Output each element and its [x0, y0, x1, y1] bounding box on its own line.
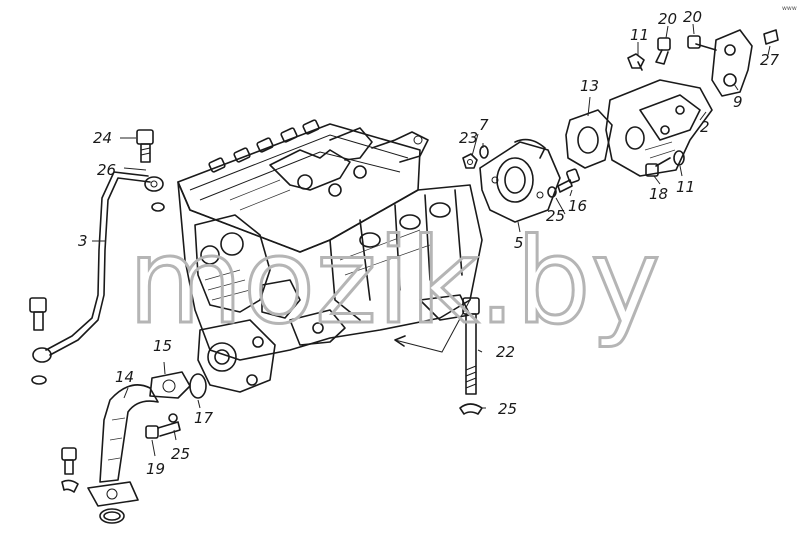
- cover-5: [479, 138, 561, 223]
- label-22: 22: [496, 343, 515, 361]
- bolt-18: [645, 157, 671, 177]
- lower-flange: [87, 481, 139, 524]
- label-19: 19: [146, 460, 165, 478]
- bolt-19: [145, 413, 181, 439]
- label-14: 14: [115, 368, 134, 386]
- bolt-lower-left: [61, 447, 79, 493]
- o-ring-17: [189, 373, 207, 399]
- label-17: 17: [194, 409, 214, 427]
- label-23: 23: [459, 129, 478, 147]
- label-27: 27: [760, 51, 780, 69]
- gasket-13: [565, 109, 613, 169]
- label-11-b: 11: [676, 178, 695, 196]
- washer-7: [479, 145, 489, 159]
- bolt-20-a: [655, 37, 671, 65]
- label-25-c: 25: [546, 207, 565, 225]
- bolt-20-b: [687, 35, 717, 51]
- bolt-22: [462, 297, 480, 395]
- pipe-14: [99, 384, 159, 483]
- washer-25: [459, 403, 483, 415]
- corner-mark: www: [782, 5, 797, 12]
- label-5: 5: [514, 234, 524, 252]
- lever-9: [711, 29, 753, 97]
- banjo-bolt-24: [136, 129, 154, 163]
- watermark: mozik.by: [128, 212, 660, 350]
- label-16: 16: [568, 197, 587, 215]
- bracket-2: [605, 79, 713, 177]
- flange-gasket-15: [149, 371, 191, 399]
- label-25-b: 25: [498, 400, 517, 418]
- banjo-bolt-left: [29, 297, 47, 385]
- label-9: 9: [733, 93, 743, 111]
- label-15: 15: [153, 337, 172, 355]
- label-24: 24: [93, 129, 112, 147]
- label-11-a: 11: [630, 26, 649, 44]
- label-7: 7: [479, 116, 489, 134]
- label-13: 13: [580, 77, 599, 95]
- bolt-16: [547, 168, 580, 198]
- leader-lines: [92, 23, 771, 457]
- label-18: 18: [649, 185, 668, 203]
- washer-11: [673, 150, 685, 166]
- fuel-line-3: [32, 171, 164, 363]
- label-20-b: 20: [683, 8, 702, 26]
- bolt-11-top: [627, 53, 645, 71]
- label-25-a: 25: [171, 445, 190, 463]
- fuel-pump-assembly: [177, 119, 483, 393]
- label-26: 26: [97, 161, 116, 179]
- key-27: [763, 29, 779, 45]
- label-3: 3: [78, 232, 88, 250]
- callout-labels: 24 26 3 15 14 17 25 19 22 25 5 23 7 25 1…: [78, 8, 780, 478]
- washer-26: [151, 202, 165, 212]
- label-20-a: 20: [658, 10, 677, 28]
- nut-23: [462, 153, 478, 169]
- label-2: 2: [700, 118, 710, 136]
